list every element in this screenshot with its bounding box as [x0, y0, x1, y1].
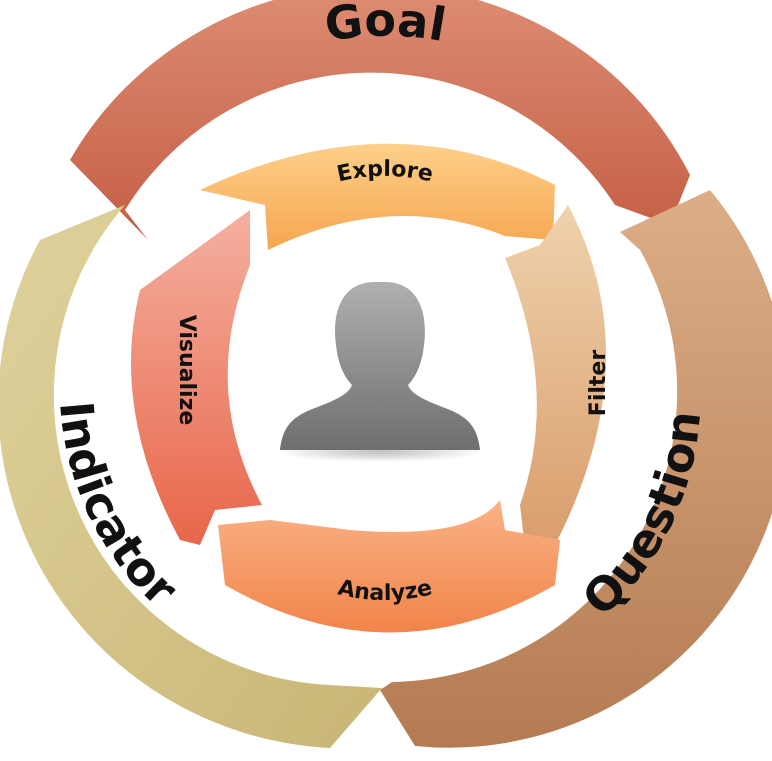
filter-arrow [505, 205, 606, 548]
person-icon [275, 282, 485, 462]
person-silhouette [280, 282, 480, 450]
inner-cycle [131, 143, 606, 633]
goal-arrow [70, 0, 690, 240]
question-arrow [380, 190, 772, 748]
explore-arrow [200, 143, 555, 250]
visualize-arrow [131, 210, 262, 545]
visualize-label: Visualize [174, 315, 199, 426]
filter-label: Filter [586, 350, 611, 417]
indicator-arrow [0, 205, 382, 748]
analyze-arrow [218, 500, 560, 633]
